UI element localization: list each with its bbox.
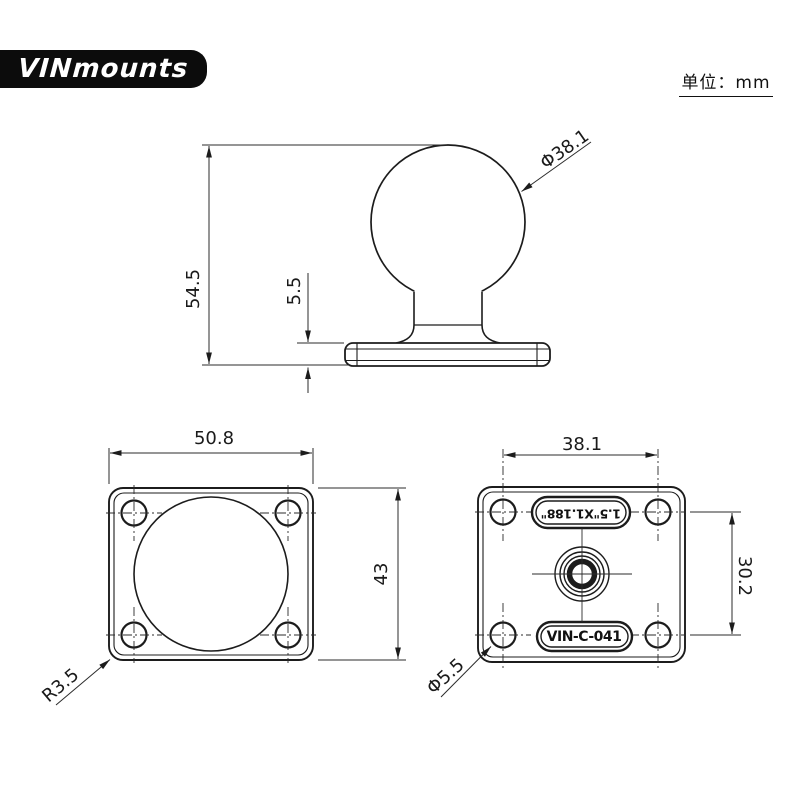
ball-outline	[370, 144, 526, 300]
unit-label: 单位：mm	[679, 70, 773, 97]
ball-base-circle	[133, 496, 289, 652]
model-marking-pill	[535, 620, 634, 653]
back-plate-inner	[482, 491, 681, 658]
size-marking-pill	[530, 495, 632, 530]
base-plate-side	[344, 342, 551, 367]
front-hole-centerlines	[106, 485, 316, 663]
dim-hole-spacing-x: 38.1	[561, 434, 603, 455]
side-view-dimensions	[202, 141, 592, 393]
front-view-dimensions	[55, 448, 406, 706]
back-view-drawing	[475, 449, 686, 669]
model-marking-text: VIN-C-041	[546, 629, 622, 645]
dim-plate-width: 50.8	[193, 428, 235, 449]
brand-logo: VINmounts	[0, 50, 207, 88]
side-view-drawing	[344, 144, 551, 367]
front-corner-holes	[120, 499, 302, 649]
neck-flare	[395, 324, 415, 344]
front-plate-outer	[108, 487, 314, 661]
back-plate-outer	[477, 486, 686, 663]
center-crosshair	[532, 528, 632, 622]
front-plate-inner	[113, 492, 309, 656]
dim-plate-thickness: 5.5	[284, 276, 305, 306]
back-view-dimensions	[440, 452, 741, 698]
dim-plate-height: 43	[371, 562, 392, 586]
front-view-drawing	[106, 485, 316, 663]
back-hole-centerlines	[475, 449, 686, 669]
size-marking-text: 1.5"X1.188"	[541, 506, 621, 522]
dim-overall-height: 54.5	[183, 268, 204, 310]
dim-hole-spacing-y: 30.2	[734, 555, 755, 597]
